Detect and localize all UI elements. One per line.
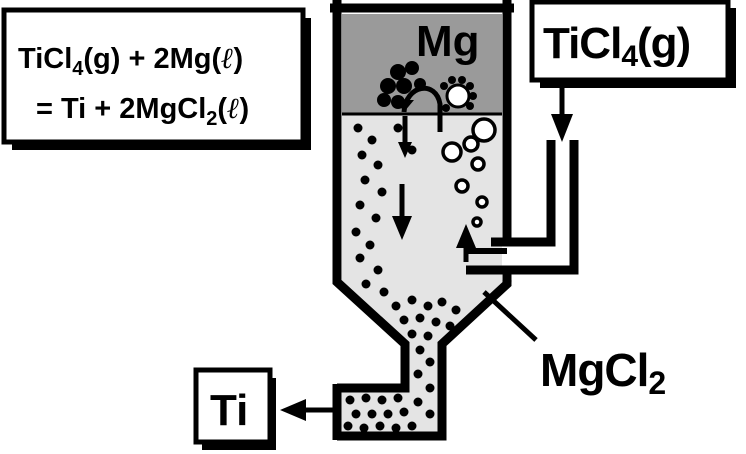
ticl4-label-box: TiCl4(g) — [529, 0, 736, 88]
equation-line-2: = Ti + 2MgCl2(ℓ) — [36, 91, 249, 130]
ti-output-arrow — [280, 399, 336, 421]
mgcl2-pointer-line — [482, 290, 538, 342]
circulation-arrows — [392, 85, 476, 262]
mg-label: Mg — [416, 17, 480, 66]
ti-label-box: Ti — [193, 367, 276, 450]
mgcl2-label: MgCl2 — [540, 344, 665, 401]
vessel-contents — [337, 14, 512, 432]
reaction-cluster — [377, 61, 477, 112]
ticl4-label: TiCl4(g) — [543, 19, 690, 73]
ticl4-feed-pipe — [466, 140, 579, 275]
ticl4-bubbles — [441, 83, 497, 228]
titanium-particles — [343, 123, 461, 433]
equation-box: TiCl4(g) + 2Mg(ℓ) = Ti + 2MgCl2(ℓ) — [1, 7, 311, 150]
ticl4-feed-arrow — [551, 84, 573, 142]
equation-line-1: TiCl4(g) + 2Mg(ℓ) — [18, 41, 243, 80]
vessel-walls — [330, 0, 514, 441]
ti-label: Ti — [210, 386, 248, 435]
